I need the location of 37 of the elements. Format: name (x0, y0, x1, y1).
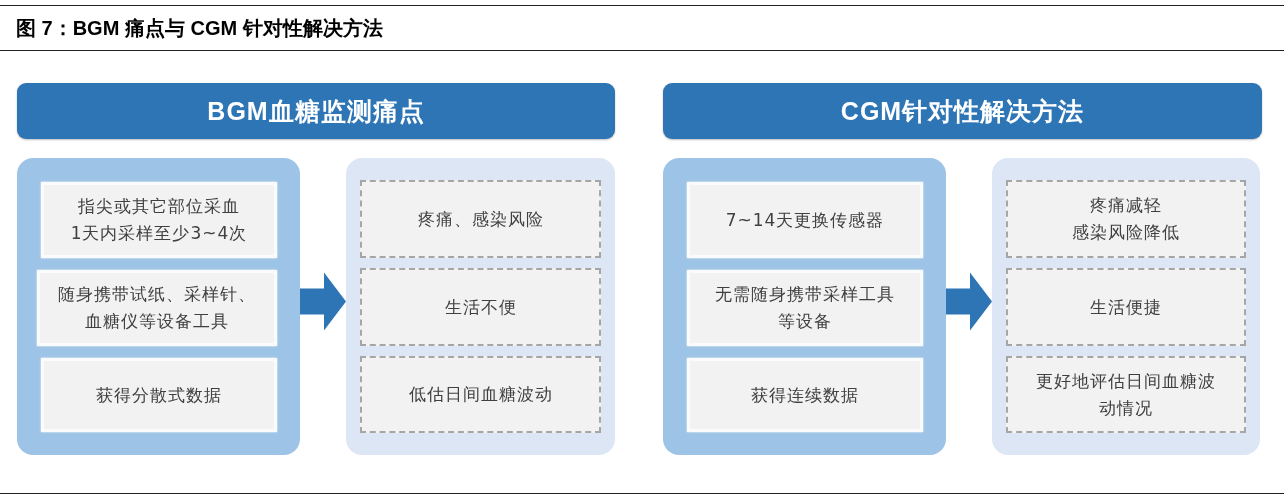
card-text: 生活不便 (444, 295, 517, 319)
item-card (41, 182, 277, 258)
result-card (1006, 268, 1246, 346)
card-text: 1天内采样至少3~4次 (70, 222, 248, 245)
result-card (360, 356, 601, 433)
item-card (37, 270, 277, 346)
item-card (687, 182, 923, 258)
card-text: 生活便捷 (1090, 295, 1162, 319)
card-text: 7~14天更换传感器 (725, 208, 885, 232)
card-text: 随身携带试纸、采样针、血糖仪等设备工具 (57, 283, 257, 333)
header-banner (17, 83, 615, 139)
section-heading: BGM血糖监测痛点 (207, 96, 425, 126)
card-text: 获得分散式数据 (96, 383, 222, 407)
group-panel (992, 158, 1260, 455)
block-arrow (300, 272, 346, 331)
card-text: 疼痛减轻 (1090, 194, 1162, 217)
card-text: 更好地评估日间血糖波动情况 (1035, 369, 1217, 420)
card-text: 疼痛、感染风险 (417, 207, 544, 231)
card-text: 获得连续数据 (751, 383, 859, 407)
header-banner (663, 83, 1262, 139)
card-text: 指尖或其它部位采血 (78, 195, 240, 218)
block-arrow (946, 272, 992, 331)
section-heading: CGM针对性解决方法 (840, 96, 1085, 126)
group-panel (17, 158, 300, 455)
group-panel (346, 158, 615, 455)
card-text: 感染风险降低 (1072, 221, 1180, 244)
card-text: 低估日间血糖波动 (408, 383, 553, 406)
group-panel (663, 158, 946, 455)
result-card (360, 268, 601, 346)
item-card (687, 358, 923, 432)
result-card (1006, 180, 1246, 258)
result-card (1006, 356, 1246, 433)
item-card (687, 270, 923, 346)
item-card (41, 358, 277, 432)
card-text: 无需随身携带采样工具等设备 (714, 283, 896, 333)
figure-title: 图 7：BGM 痛点与 CGM 针对性解决方法 (16, 16, 383, 40)
result-card (360, 180, 601, 258)
